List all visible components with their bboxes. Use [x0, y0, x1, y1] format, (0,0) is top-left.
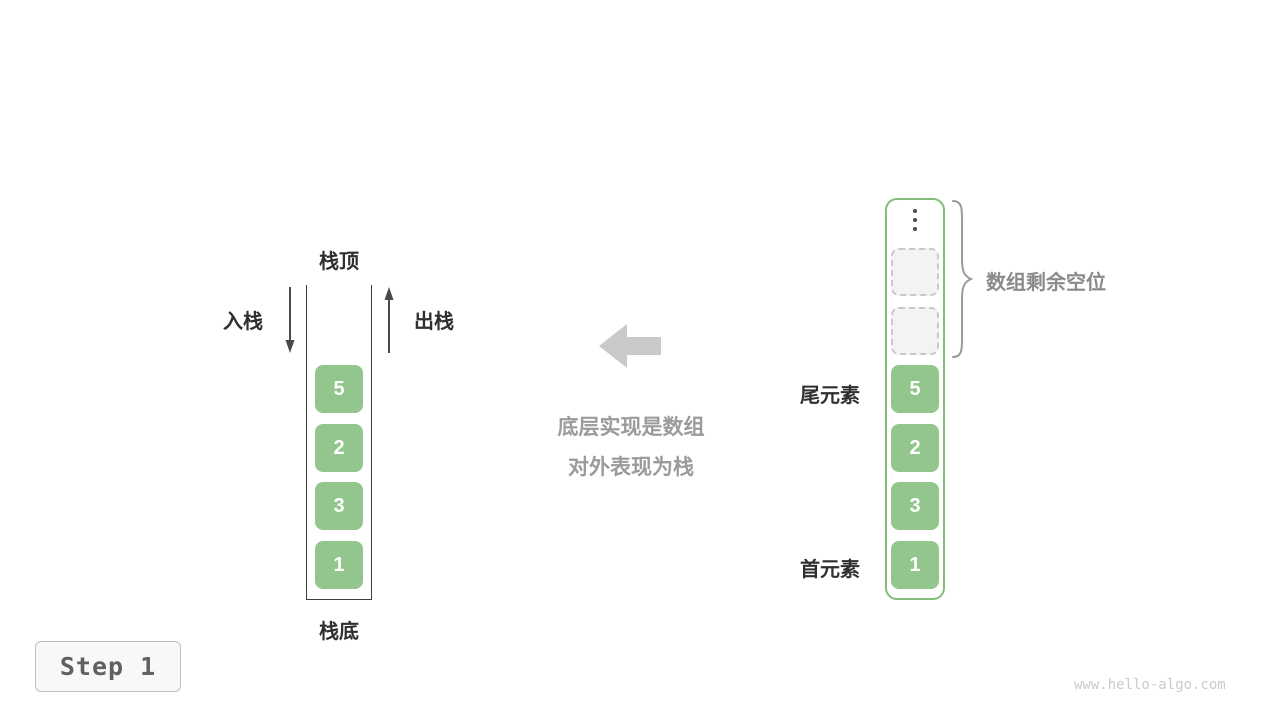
tail-element-label: 尾元素	[800, 385, 860, 407]
caption: 底层实现是数组 对外表现为栈	[510, 408, 752, 488]
caption-line-2: 对外表现为栈	[568, 456, 694, 479]
stack-cell: 5	[315, 365, 363, 413]
array-empty-slot	[891, 307, 939, 355]
pop-up-arrow-icon	[384, 287, 394, 353]
step-badge: Step 1	[35, 641, 181, 692]
stack-cell: 3	[315, 482, 363, 530]
curly-brace-icon	[952, 200, 974, 358]
stack-cell: 2	[315, 424, 363, 472]
stack-bottom-label: 栈底	[319, 621, 359, 643]
array-cell: 3	[891, 482, 939, 530]
array-cell: 1	[891, 541, 939, 589]
remaining-slots-label: 数组剩余空位	[986, 272, 1106, 294]
vertical-ellipsis-icon	[913, 209, 917, 231]
array-cell: 5	[891, 365, 939, 413]
head-element-label: 首元素	[800, 559, 860, 581]
left-block-arrow-icon	[599, 324, 661, 368]
array-empty-slot	[891, 248, 939, 296]
caption-line-1: 底层实现是数组	[557, 416, 705, 439]
push-label: 入栈	[223, 311, 263, 333]
pop-label: 出栈	[414, 311, 454, 333]
array-cell: 2	[891, 424, 939, 472]
watermark: www.hello-algo.com	[1074, 677, 1226, 693]
stack-top-label: 栈顶	[319, 251, 359, 273]
stack-cell: 1	[315, 541, 363, 589]
push-down-arrow-icon	[285, 287, 295, 353]
